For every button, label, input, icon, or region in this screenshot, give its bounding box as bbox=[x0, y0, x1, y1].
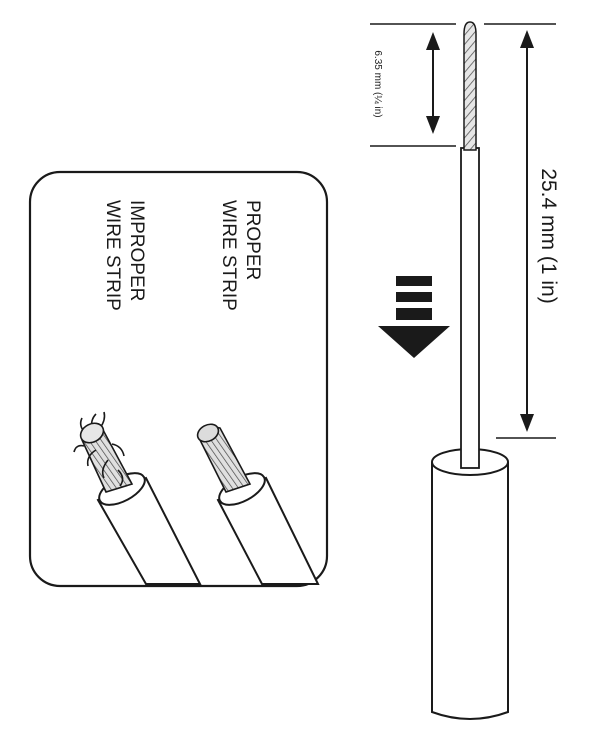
dim-arrowhead-down-long bbox=[520, 414, 534, 432]
strip-length-label: 6.35 mm (¼ in) bbox=[372, 50, 384, 117]
proper-label-line1: PROPER bbox=[242, 200, 263, 280]
wire-jacket bbox=[431, 462, 509, 720]
dim-arrowhead-down bbox=[426, 116, 440, 134]
improper-label-line2: WIRE STRIP bbox=[102, 200, 123, 311]
exposed-conductor bbox=[463, 21, 477, 151]
proper-wire-illustration bbox=[196, 423, 320, 585]
wire-strip-comparison-panel: PROPER WIRE STRIP IMPROPER WIRE STRIP bbox=[28, 170, 329, 588]
proper-wire-tip bbox=[196, 423, 220, 443]
dimension-strip-length: 6.35 mm (¼ in) bbox=[370, 23, 456, 147]
stripped-wire bbox=[431, 21, 509, 720]
conductor-insulation bbox=[460, 147, 480, 469]
proper-label-line2: WIRE STRIP bbox=[218, 200, 239, 311]
improper-label-line1: IMPROPER bbox=[126, 200, 147, 301]
dim-arrowhead-up bbox=[426, 32, 440, 50]
dim-arrowhead-up-long bbox=[520, 30, 534, 48]
down-arrow-icon bbox=[378, 276, 450, 358]
improper-wire-illustration bbox=[73, 411, 202, 585]
improper-wire-tip bbox=[79, 422, 105, 444]
dimension-total-length: 25.4 mm (1 in) bbox=[484, 23, 560, 439]
total-length-label: 25.4 mm (1 in) bbox=[537, 168, 560, 303]
